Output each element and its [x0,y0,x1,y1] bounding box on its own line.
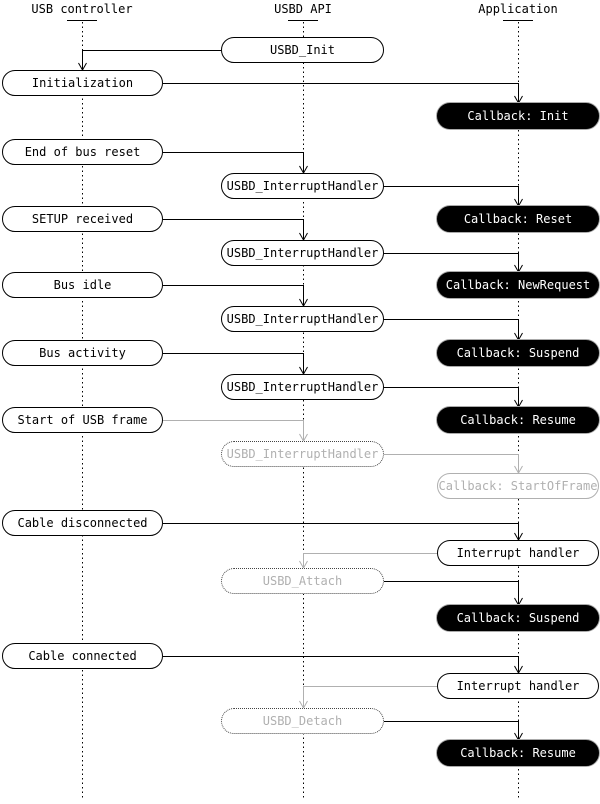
node-cb-newrequest: Callback: NewRequest [437,272,599,298]
node-usbd-init: USBD_Init [221,37,384,63]
node-setup-received: SETUP received [2,206,163,232]
column-header-usbd-api: USBD API [274,2,332,16]
node-cb-reset: Callback: Reset [437,206,599,232]
node-ih4: USBD_InterruptHandler [221,374,384,400]
node-cb-suspend1: Callback: Suspend [437,340,599,366]
connector-usbd-attach-to-cb-suspend2 [384,581,519,605]
connector-ih1-to-cb-reset [384,186,519,206]
node-cb-init: Callback: Init [437,103,599,129]
column-header-usb-controller: USB controller [31,2,133,16]
node-end-bus-reset: End of bus reset [2,139,163,165]
connector-end-bus-reset-to-ih1 [163,152,304,173]
node-cb-suspend2: Callback: Suspend [437,605,599,631]
connector-ih3-to-cb-suspend1 [384,319,519,340]
connector-cable-disconnected-to-int-handler1 [163,523,519,540]
connector-bus-idle-to-ih3 [163,285,304,306]
node-usbd-attach: USBD_Attach [221,568,384,594]
node-initialization: Initialization [2,70,163,96]
node-cb-startofframe: Callback: StartOfFrame [437,473,599,499]
node-int-handler1: Interrupt handler [437,540,599,566]
node-int-handler2: Interrupt handler [437,673,599,699]
connector-ih2-to-cb-newrequest [384,253,519,272]
connector-initialization-to-cb-init [163,83,519,103]
node-usbd-detach: USBD_Detach [221,708,384,734]
node-cable-disconnected: Cable disconnected [2,510,163,536]
node-ih1: USBD_InterruptHandler [221,173,384,199]
connector-usbd-detach-to-cb-resume2 [384,721,519,740]
node-start-of-frame: Start of USB frame [2,407,163,433]
node-bus-idle: Bus idle [2,272,163,298]
node-cb-resume2: Callback: Resume [437,740,599,766]
node-cable-connected: Cable connected [2,643,163,669]
connector-cable-connected-to-int-handler2 [163,656,519,673]
node-ih2: USBD_InterruptHandler [221,240,384,266]
connector-bus-activity-to-ih4 [163,353,304,374]
connector-int-handler2-to-usbd-detach [303,686,437,708]
column-header-application: Application [478,2,558,16]
node-ih5: USBD_InterruptHandler [221,441,384,467]
connector-ih5-to-cb-startofframe [384,454,519,473]
node-cb-resume1: Callback: Resume [437,407,599,433]
node-ih3: USBD_InterruptHandler [221,306,384,332]
connector-start-of-frame-to-ih5 [163,420,304,441]
connector-int-handler1-to-usbd-attach [303,553,437,568]
connector-usbd-init-to-initialization [82,50,221,70]
connector-ih4-to-cb-resume1 [384,387,519,407]
node-bus-activity: Bus activity [2,340,163,366]
connector-setup-received-to-ih2 [163,219,304,240]
